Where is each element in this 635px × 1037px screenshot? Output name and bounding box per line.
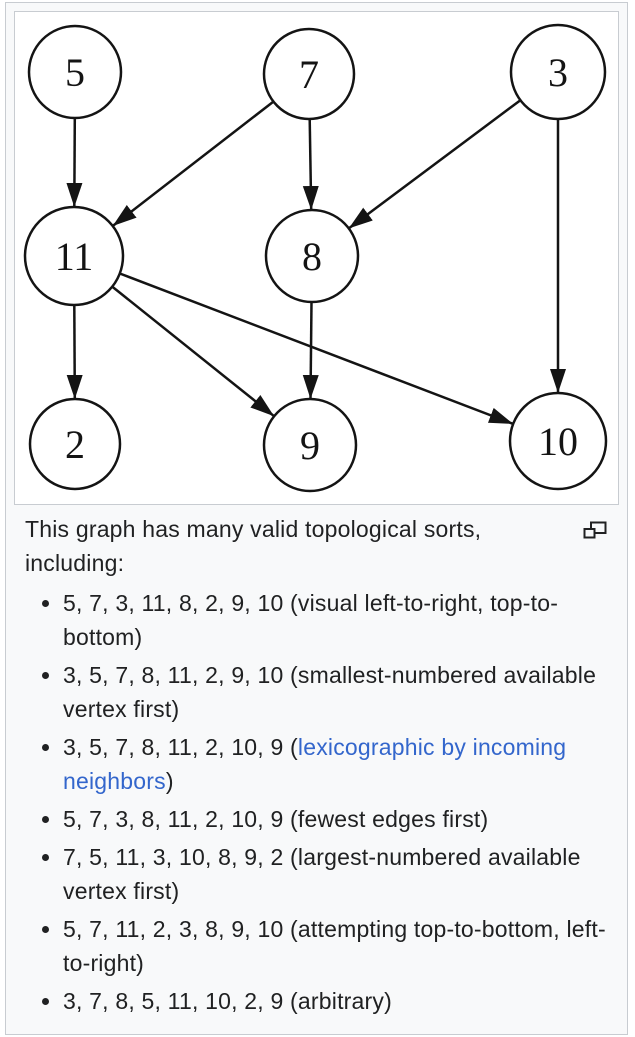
topological-sort-item: 5, 7, 3, 11, 8, 2, 9, 10 (visual left-to… [63,586,607,654]
graph-node-2 [28,397,122,491]
graph-node-9 [262,397,358,493]
graph-node-label-8: 8 [302,234,322,279]
sort-sequence-suffix: ) [165,768,174,794]
graph-node-5 [27,24,123,120]
topological-sort-item: 5, 7, 11, 2, 3, 8, 9, 10 (attempting top… [63,912,607,980]
graph-node-label-9: 9 [300,423,320,468]
sort-sequence-text: 7, 5, 11, 3, 10, 8, 9, 2 (largest-number… [63,844,581,904]
figure-thumbnail: 5 7 3 11 8 2 9 10 This graph has many valid top… [5,2,628,1035]
topological-sorts-list: 5, 7, 3, 11, 8, 2, 9, 10 (visual left-to… [25,586,607,1018]
enlarge-icon-front-rect [583,528,596,539]
sort-sequence-text: 5, 7, 3, 11, 8, 2, 9, 10 (visual left-to… [63,590,559,650]
topological-sort-item: 3, 5, 7, 8, 11, 2, 9, 10 (smallest-numbe… [63,658,607,726]
graph-edge-7-to-11 [111,100,275,227]
topological-sort-graph: 5 7 3 11 8 2 9 10 [23,23,608,493]
graph-node-8 [264,208,360,304]
enlarge-icon[interactable] [583,516,607,539]
graph-node-11 [23,205,125,307]
graph-node-label-7: 7 [299,52,319,97]
topological-sort-item: 5, 7, 3, 8, 11, 2, 10, 9 (fewest edges f… [63,802,607,836]
graph-node-3 [509,23,607,121]
graph-node-label-5: 5 [65,50,85,95]
graph-edge-11-to-9 [111,285,275,418]
graph-edge-11-to-2 [66,304,83,400]
incoming-neighbors-link[interactable]: lexicographic by incoming neighbors [63,734,567,794]
topological-sort-item: 3, 5, 7, 8, 11, 2, 10, 9 (lexicographic … [63,730,607,798]
sort-sequence-text: 5, 7, 11, 2, 3, 8, 9, 10 (attempting top… [63,916,606,976]
graph-edges [66,99,566,426]
sort-sequence-text: 3, 5, 7, 8, 11, 2, 9, 10 (smallest-numbe… [63,662,597,722]
topological-sort-item: 3, 7, 8, 5, 11, 10, 2, 9 (arbitrary) [63,984,607,1018]
graph-edge-11-to-10 [119,272,514,426]
graph-edge-8-to-9 [302,301,319,400]
graph-image-link[interactable]: 5 7 3 11 8 2 9 10 [14,11,619,505]
sort-sequence-text: 5, 7, 3, 8, 11, 2, 10, 9 (fewest edges f… [63,806,489,832]
figure-caption: This graph has many valid topological so… [14,505,619,1034]
graph-node-label-10: 10 [538,419,578,464]
graph-edge-5-to-11 [66,117,83,208]
graph-edge-3-to-8 [348,99,522,230]
graph-node-label-2: 2 [65,422,85,467]
graph-node-10 [508,391,608,491]
graph-nodes: 5 7 3 11 8 2 9 10 [23,23,608,493]
graph-node-7 [262,27,356,121]
graph-edge-7-to-8 [302,118,319,211]
graph-node-label-11: 11 [55,234,94,279]
topological-sort-item: 7, 5, 11, 3, 10, 8, 9, 2 (largest-number… [63,840,607,908]
enlarge-icon-back-rect [590,521,607,534]
sort-sequence-text: 3, 5, 7, 8, 11, 2, 10, 9 ( [63,734,298,760]
sort-sequence-text: 3, 7, 8, 5, 11, 10, 2, 9 (arbitrary) [63,988,392,1014]
graph-node-label-3: 3 [548,50,568,95]
caption-intro: This graph has many valid topological so… [25,516,482,576]
